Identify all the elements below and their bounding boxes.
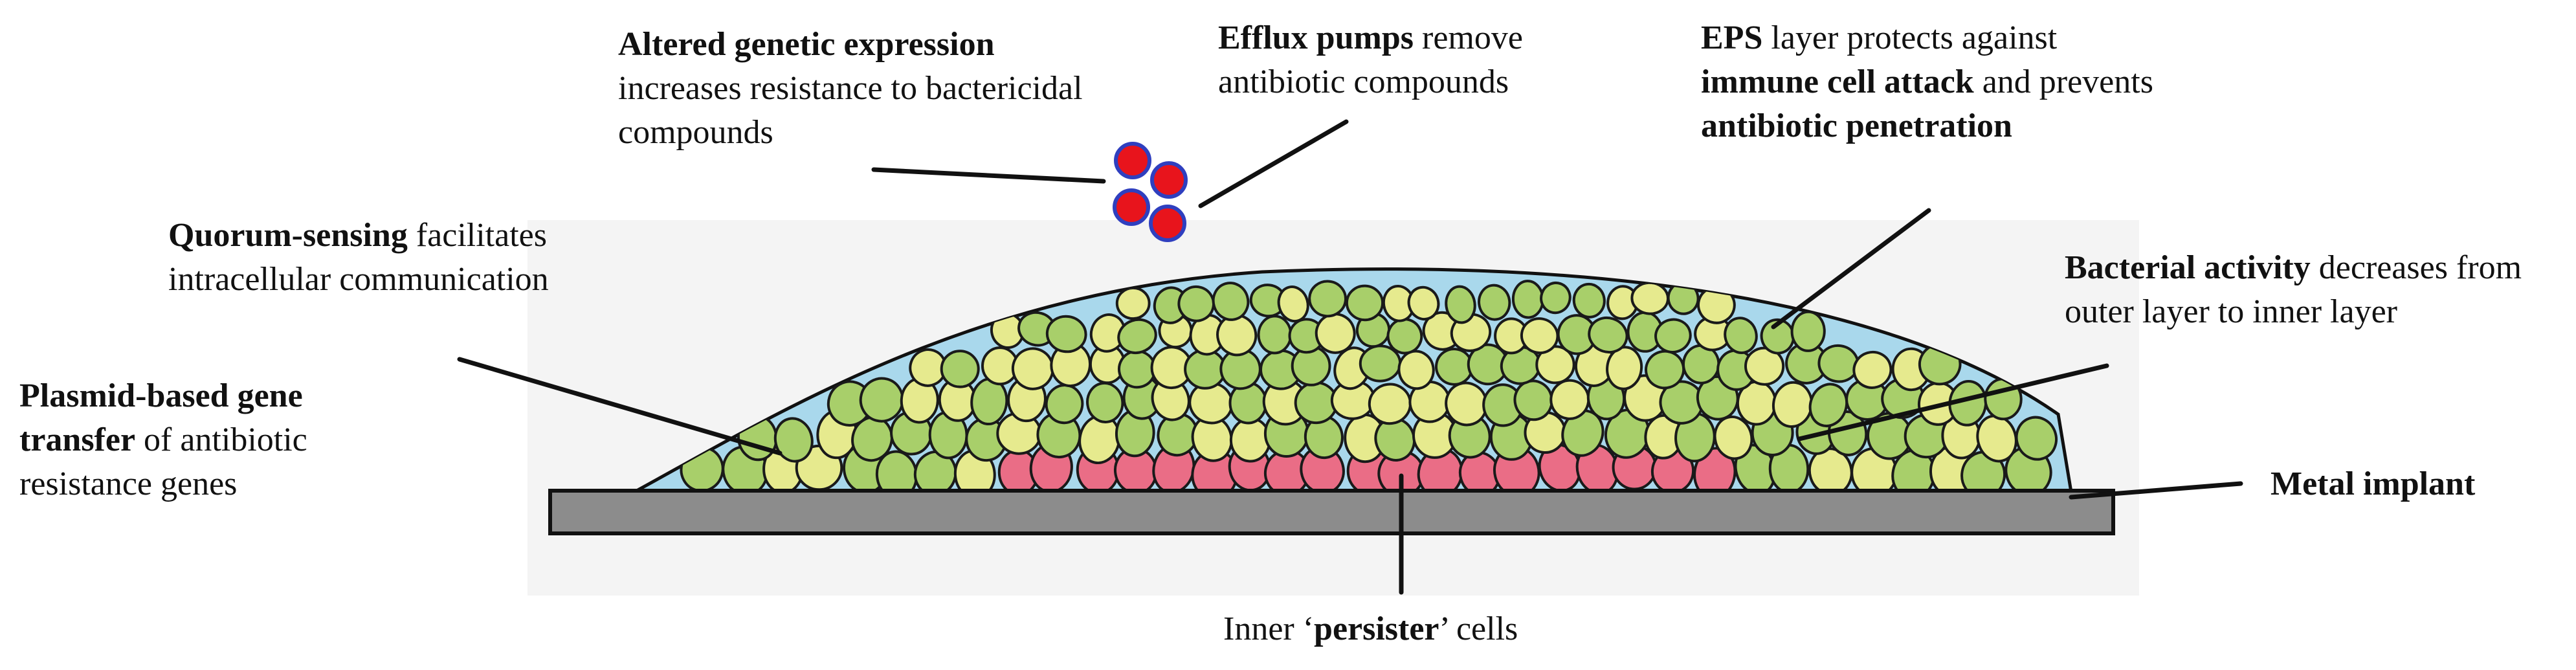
bacterial-cell	[1045, 315, 1087, 353]
bacterial-activity-leader-line	[1797, 363, 2109, 441]
bacterial-cell	[1229, 417, 1271, 463]
bacterial-cell	[1345, 284, 1384, 322]
efflux-pumps-label: Efflux pumps remove antibiotic compounds	[1218, 19, 1523, 100]
altered-expression-leader-line	[871, 167, 1106, 184]
efflux-cell	[1149, 205, 1186, 242]
bacterial-cell	[1654, 318, 1692, 353]
bacterial-cell	[1540, 282, 1571, 315]
bacterial-cell	[1277, 285, 1309, 323]
eps-leader-line	[1771, 208, 1931, 329]
bacterial-cells	[680, 280, 2058, 492]
bacterial-cell	[1308, 280, 1347, 318]
bacterial-cell	[1852, 350, 1893, 389]
bacterial-cell	[1606, 346, 1643, 390]
bacterial-cell	[1808, 383, 1849, 427]
efflux-cell	[1113, 188, 1150, 226]
bacterial-cell	[1177, 285, 1215, 322]
bacterial-cell	[1588, 316, 1628, 354]
bacterial-cell	[1976, 414, 2017, 463]
efflux-cell	[1150, 161, 1188, 199]
efflux-cell	[1114, 142, 1151, 179]
bacterial-cell	[1212, 282, 1250, 321]
bacterial-cell	[1630, 281, 1669, 315]
bacterial-cell	[1511, 280, 1544, 319]
bacterial-cell	[1790, 310, 1826, 352]
plasmid-leader-line	[457, 357, 783, 456]
bacterial-cell	[940, 350, 980, 388]
bacterial-cell	[773, 417, 814, 463]
metal-implant	[548, 489, 2115, 535]
metal-implant-label: Metal implant	[2271, 465, 2476, 502]
quorum-sensing-label: Quorum-sensing facilitates intracellular…	[168, 217, 549, 298]
bacterial-cell	[1445, 285, 1476, 324]
bacterial-activity-label: Bacterial activity decreases from outer …	[2065, 249, 2522, 330]
plasmid-transfer-label: Plasmid-based gene transfer of antibioti…	[19, 377, 307, 502]
bacterial-cell	[1257, 315, 1293, 355]
bacterial-cell	[2015, 416, 2058, 461]
bacterial-cell	[1117, 318, 1157, 355]
bacterial-cell	[1561, 409, 1604, 457]
bacterial-cell	[1407, 285, 1440, 321]
bacterial-cell	[1572, 282, 1606, 318]
persister-cells-label: Inner ‘persister’ cells	[1223, 610, 1518, 647]
bacterial-cell	[1520, 317, 1559, 355]
bacterial-cell	[1478, 284, 1511, 321]
bacterial-cell	[1724, 317, 1758, 354]
efflux-pumps-leader-line	[1198, 119, 1349, 208]
efflux-pump-cluster	[1113, 142, 1188, 242]
bacterial-cell	[1115, 286, 1151, 320]
metal-implant-leader-line	[2069, 481, 2243, 500]
eps-layer-label: EPS layer protects against immune cell a…	[1701, 19, 2153, 144]
